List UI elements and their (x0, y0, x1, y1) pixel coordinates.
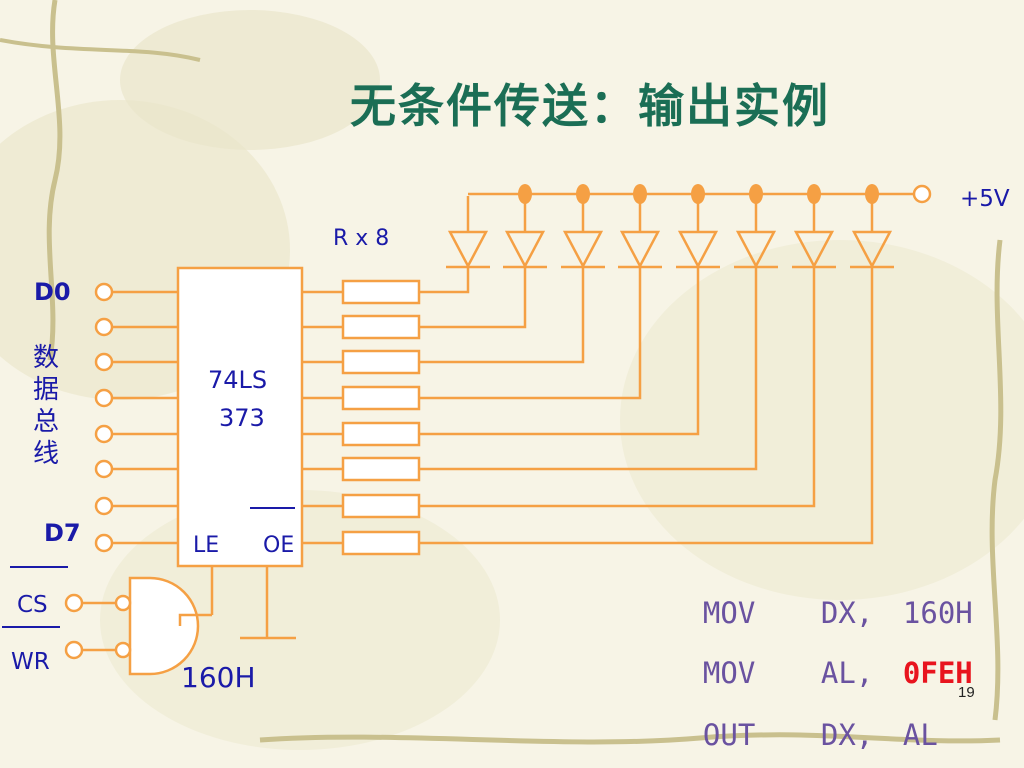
d0-label: D0 (34, 278, 71, 306)
bg-flower-top (120, 10, 380, 150)
slide-title: 无条件传送：输出实例 (350, 79, 830, 133)
resistor-4 (341, 421, 421, 447)
data-bus-lines (94, 282, 178, 553)
resistor-0 (341, 279, 421, 305)
cs-inverter-bubble (114, 594, 132, 612)
and-gate (128, 576, 200, 676)
address-label: 160H (181, 661, 256, 694)
code-arg1: DX, (820, 718, 874, 752)
bus-terminal-5 (94, 459, 114, 479)
resistor-network (302, 279, 421, 556)
code-arg2-highlight: 0FEH (902, 656, 973, 690)
cs-terminal (64, 593, 84, 613)
rail-junctions (518, 184, 879, 204)
bus-terminal-0 (94, 282, 114, 302)
bg-flower-right (620, 240, 1024, 600)
bus-terminal-2 (94, 352, 114, 372)
resistor-label: R x 8 (333, 226, 389, 251)
vcc-terminal (912, 184, 932, 204)
chip-74ls373 (176, 266, 304, 568)
bus-terminal-3 (94, 388, 114, 408)
bus-label-char-2: 总 (33, 407, 59, 437)
code-op: OUT (702, 718, 756, 752)
code-op: MOV (702, 656, 756, 690)
bus-label-char-3: 线 (33, 439, 59, 469)
bus-label-char-1: 据 (33, 375, 59, 405)
bg-vine-top (0, 38, 201, 62)
page-number: 19 (958, 684, 975, 701)
led-1 (503, 194, 547, 269)
resistor-2 (341, 349, 421, 375)
cs-label: CS (17, 592, 48, 618)
bus-terminal-4 (94, 424, 114, 444)
bus-terminal-1 (94, 317, 114, 337)
bus-label-char-0: 数 (33, 343, 59, 373)
resistor-3 (341, 385, 421, 411)
led-4 (676, 194, 720, 269)
bg-vine-bottom (259, 732, 1001, 745)
wr-label: WR (11, 649, 50, 675)
code-arg2: 160H (902, 596, 973, 630)
bg-vine-left (46, 0, 63, 361)
oe-pin-label: OE (263, 533, 294, 558)
led-7 (850, 194, 894, 269)
wires (64, 184, 932, 676)
d7-label: D7 (44, 519, 81, 547)
code-line-1: MOV DX, 160H (668, 562, 973, 630)
led-routing (419, 268, 874, 545)
code-line-2: MOV AL, 0FEH (668, 622, 973, 690)
resistor-5 (341, 456, 421, 482)
chip-name: 74LS (208, 366, 267, 394)
bus-terminal-7 (94, 533, 114, 553)
resistor-6 (341, 493, 421, 519)
led-0 (446, 196, 490, 269)
code-arg2: AL (902, 718, 938, 752)
gate-output-wire (178, 613, 212, 626)
led-6 (792, 194, 836, 269)
code-op: MOV (702, 596, 756, 630)
code-arg1: AL, (820, 656, 874, 690)
le-pin-label: LE (193, 533, 219, 558)
led-array (446, 194, 894, 269)
chip-number: 373 (219, 404, 265, 432)
bus-terminal-6 (94, 496, 114, 516)
resistor-7 (341, 530, 421, 556)
wr-terminal (64, 640, 84, 660)
led-2 (561, 194, 605, 269)
vcc-label: +5V (960, 186, 1010, 212)
bg-vine-right (989, 239, 1004, 721)
led-3 (618, 194, 662, 269)
code-arg1: DX, (820, 596, 874, 630)
led-5 (734, 194, 778, 269)
code-line-3: OUT DX, AL (668, 684, 938, 752)
resistor-1 (341, 314, 421, 340)
wr-inverter-bubble (114, 641, 132, 659)
